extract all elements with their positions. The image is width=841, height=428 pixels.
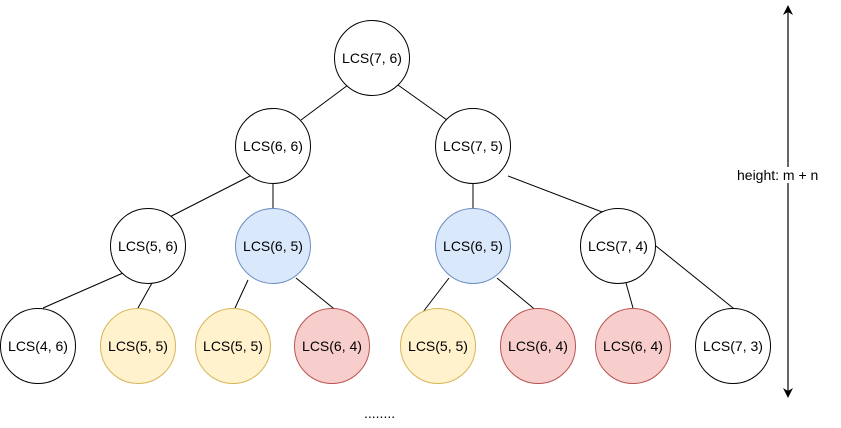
node-label: LCS(6, 5) (443, 238, 503, 254)
node-label: LCS(5, 6) (118, 238, 178, 254)
height-label: height: m + n (735, 167, 821, 183)
node-label: LCS(7, 5) (443, 138, 503, 154)
tree-node-lcs-6-4: LCS(6, 4) (294, 308, 370, 384)
tree-node-lcs-5-5: LCS(5, 5) (400, 308, 476, 384)
edge-3-8 (137, 282, 153, 309)
edge-5-12 (496, 277, 539, 313)
node-label: LCS(5, 5) (108, 338, 168, 354)
node-label: LCS(5, 5) (203, 338, 263, 354)
tree-node-lcs-5-5: LCS(5, 5) (195, 308, 271, 384)
node-label: LCS(7, 4) (588, 238, 648, 254)
tree-node-lcs-5-5: LCS(5, 5) (100, 308, 176, 384)
node-label: LCS(5, 5) (408, 338, 468, 354)
edge-4-10 (295, 277, 339, 313)
tree-node-lcs-7-4: LCS(7, 4) (580, 208, 656, 284)
tree-node-lcs-6-6: LCS(6, 6) (235, 108, 311, 184)
edge-5-11 (422, 277, 450, 313)
edge-6-13 (625, 282, 634, 309)
edge-0-2 (397, 84, 448, 121)
node-label: LCS(7, 6) (342, 50, 402, 66)
edge-4-9 (234, 279, 249, 309)
tree-node-lcs-4-6: LCS(4, 6) (0, 308, 76, 384)
node-label: LCS(6, 4) (508, 338, 568, 354)
tree-node-lcs-6-4: LCS(6, 4) (500, 308, 576, 384)
node-label: LCS(6, 6) (243, 138, 303, 154)
tree-node-lcs-5-6: LCS(5, 6) (110, 208, 186, 284)
tree-node-lcs-6-4: LCS(6, 4) (595, 308, 671, 384)
node-label: LCS(6, 4) (603, 338, 663, 354)
continuation-ellipsis: ........ (364, 405, 396, 421)
tree-node-lcs-7-5: LCS(7, 5) (435, 108, 511, 184)
node-label: LCS(6, 5) (243, 238, 303, 254)
node-label: LCS(6, 4) (302, 338, 362, 354)
edge-3-7 (42, 272, 124, 309)
tree-node-lcs-7-3: LCS(7, 3) (695, 308, 771, 384)
node-label: LCS(4, 6) (8, 338, 68, 354)
edge-0-1 (300, 84, 349, 121)
node-label: LCS(7, 3) (703, 338, 763, 354)
edge-6-14 (655, 245, 739, 313)
tree-node-lcs-6-5: LCS(6, 5) (435, 208, 511, 284)
tree-node-lcs-7-6: LCS(7, 6) (334, 20, 410, 96)
tree-node-lcs-6-5: LCS(6, 5) (235, 208, 311, 284)
